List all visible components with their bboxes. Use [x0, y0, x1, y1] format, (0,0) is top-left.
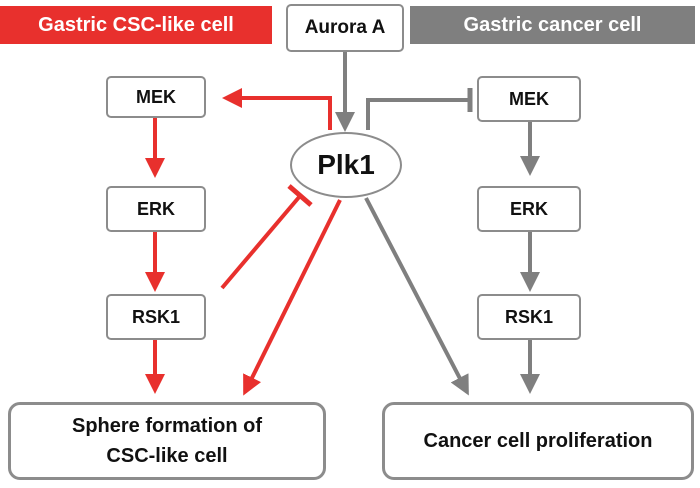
outcome-cancer-proliferation: Cancer cell proliferation [382, 402, 694, 480]
node-rsk1-left: RSK1 [106, 294, 206, 340]
node-aurora-a: Aurora A [286, 4, 404, 52]
node-mek-right: MEK [477, 76, 581, 122]
node-erk-left: ERK [106, 186, 206, 232]
inhibit-rsk1-to-plk1 [220, 194, 302, 290]
outcome-sphere-formation: Sphere formation of CSC-like cell [8, 402, 326, 480]
arrow-plk1-to-sphere [243, 199, 342, 396]
node-plk1: Plk1 [290, 132, 402, 198]
arrow-plk1-to-proliferation [364, 197, 469, 396]
banner-gastric-csc: Gastric CSC-like cell [0, 6, 272, 44]
banner-gastric-cancer: Gastric cancer cell [410, 6, 695, 44]
node-erk-right: ERK [477, 186, 581, 232]
node-rsk1-right: RSK1 [477, 294, 581, 340]
inhibit-plk1-to-mek-right [366, 98, 468, 130]
inhibit-bar-plk1 [287, 184, 313, 207]
arrow-plk1-to-mek-left [222, 88, 332, 130]
node-mek-left: MEK [106, 76, 206, 118]
